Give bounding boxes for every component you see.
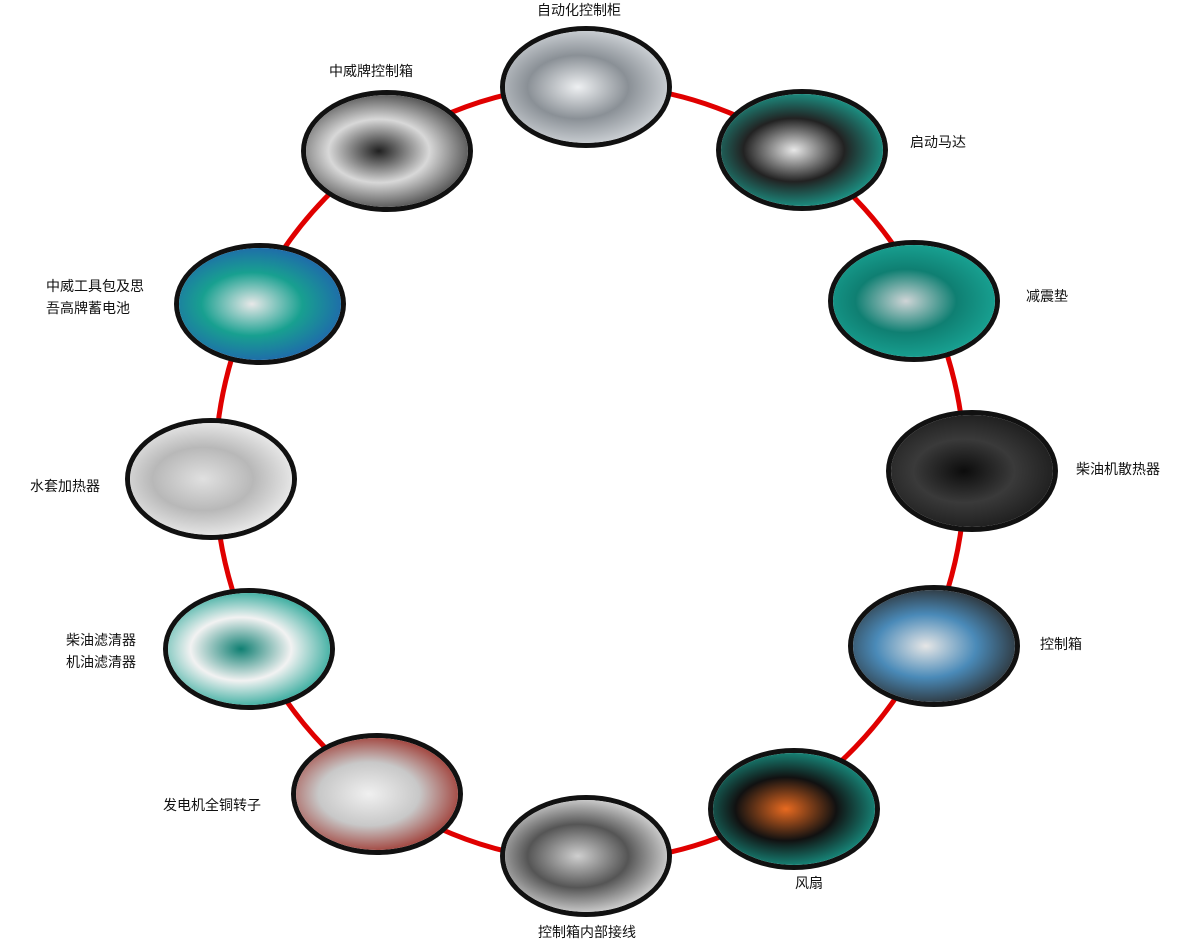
- label-filters: 柴油滤清器 机油滤清器: [66, 630, 136, 674]
- label-control-box-wiring: 控制箱内部接线: [538, 925, 636, 941]
- label-control-box: 控制箱: [1040, 637, 1082, 653]
- photo-auto-control-cabinet: [500, 26, 672, 148]
- photo-filters: [163, 588, 335, 710]
- photo-fan: [708, 748, 880, 870]
- photo-starter-motor: [716, 89, 888, 211]
- photo-water-jacket-heater: [125, 418, 297, 540]
- label-filters-line-2: 机油滤清器: [66, 655, 136, 671]
- label-radiator: 柴油机散热器: [1076, 462, 1160, 478]
- photo-control-panel: [301, 90, 473, 212]
- label-filters-line-1: 柴油滤清器: [66, 633, 136, 649]
- label-fan: 风扇: [795, 876, 823, 892]
- photo-control-box-wiring: [500, 795, 672, 917]
- label-starter-motor: 启动马达: [910, 135, 966, 151]
- label-water-jacket-heater: 水套加热器: [30, 479, 100, 495]
- photo-radiator: [886, 410, 1058, 532]
- label-toolkit-battery-line-2: 吾高牌蓄电池: [46, 301, 130, 317]
- label-control-panel: 中威牌控制箱: [329, 64, 413, 80]
- label-auto-control-cabinet: 自动化控制柜: [537, 3, 621, 19]
- photo-shock-absorber: [828, 240, 1000, 362]
- label-toolkit-battery: 中威工具包及思 吾高牌蓄电池: [46, 276, 144, 320]
- photo-toolkit-battery: [174, 243, 346, 365]
- photo-copper-rotor: [291, 733, 463, 855]
- label-shock-absorber: 减震垫: [1026, 289, 1068, 305]
- label-copper-rotor: 发电机全铜转子: [163, 798, 261, 814]
- label-toolkit-battery-line-1: 中威工具包及思: [46, 279, 144, 295]
- photo-control-box: [848, 585, 1020, 707]
